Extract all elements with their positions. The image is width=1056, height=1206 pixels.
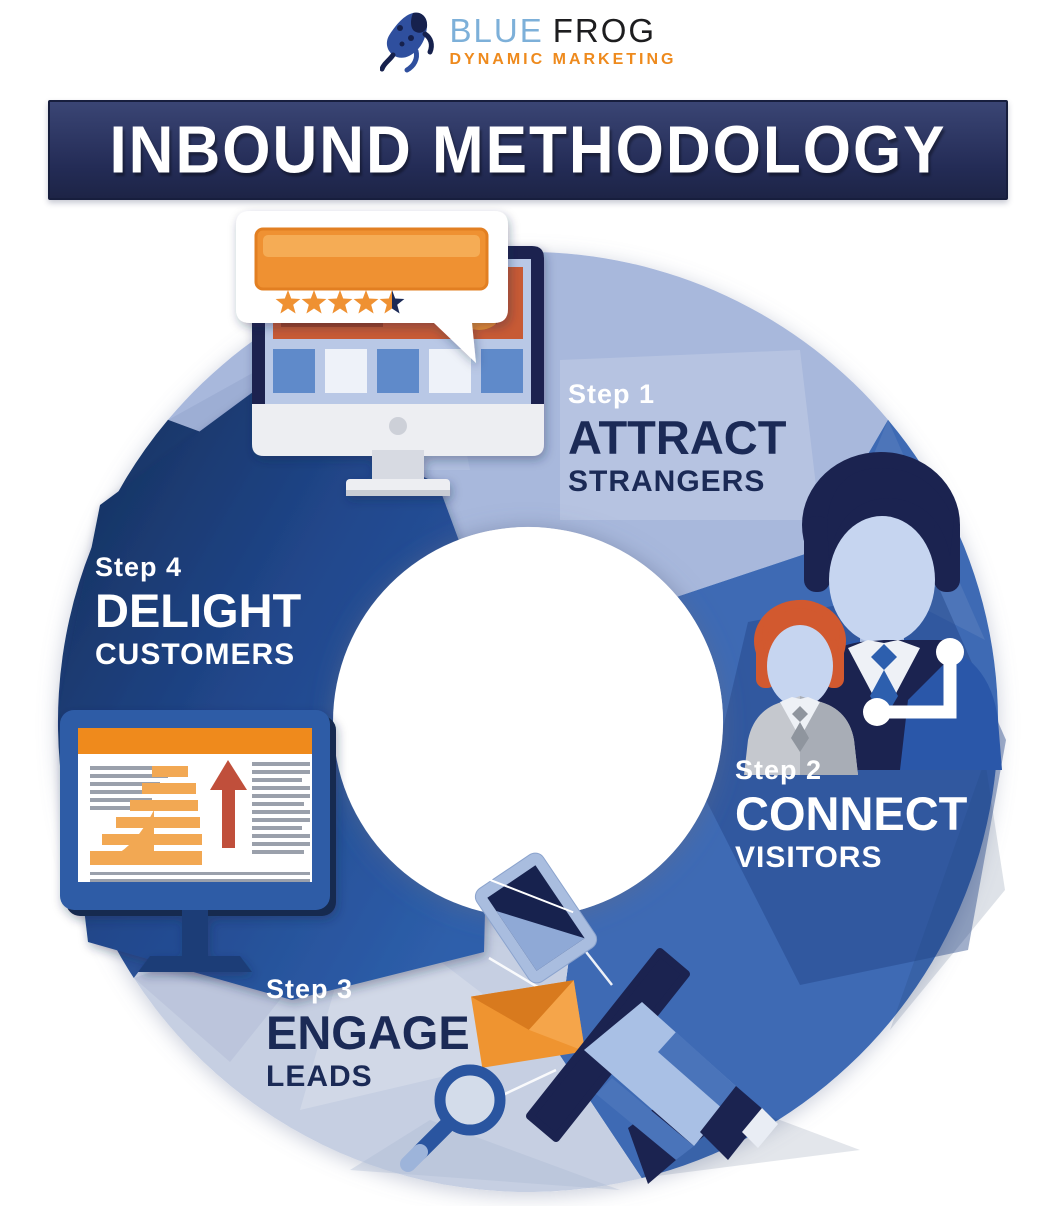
step2-label-block: Step 2 CONNECT VISITORS bbox=[735, 757, 967, 873]
desktop-monitor-review-icon bbox=[236, 211, 544, 496]
brand-name-primary: BLUE bbox=[449, 11, 544, 49]
step3-audience: LEADS bbox=[266, 1060, 373, 1093]
step2-kicker: Step 2 bbox=[735, 755, 823, 785]
visitor-person-icon bbox=[744, 599, 858, 775]
connection-nodes-icon bbox=[863, 638, 964, 726]
step4-audience: CUSTOMERS bbox=[95, 638, 296, 671]
megaphone-email-search-tablet-icon bbox=[400, 852, 778, 1184]
step4-label-block: Step 4 DELIGHT CUSTOMERS bbox=[95, 554, 301, 670]
step2-audience: VISITORS bbox=[735, 841, 883, 874]
business-people-connection-icon bbox=[744, 452, 1002, 775]
step1-kicker: Step 1 bbox=[568, 379, 656, 409]
blue-frog-icon bbox=[379, 12, 434, 73]
cycle-hole bbox=[333, 527, 723, 917]
step3-label-block: Step 3 ENGAGE LEADS bbox=[266, 976, 470, 1092]
step4-action: DELIGHT bbox=[95, 584, 302, 637]
email-envelope-icon bbox=[471, 980, 585, 1068]
step1-action: ATTRACT bbox=[568, 411, 787, 464]
up-arrow-icon bbox=[210, 760, 247, 848]
step3-action: ENGAGE bbox=[266, 1006, 470, 1059]
step4-kicker: Step 4 bbox=[95, 552, 183, 582]
step2-action: CONNECT bbox=[735, 787, 968, 840]
brand-tagline: DYNAMIC MARKETING bbox=[449, 50, 677, 68]
page-title: INBOUND METHODOLOGY bbox=[109, 112, 947, 188]
chart-text-lines bbox=[90, 762, 310, 882]
growth-chart-monitor-icon bbox=[60, 710, 336, 972]
search-magnifier-icon bbox=[400, 1064, 506, 1172]
step3-kicker: Step 3 bbox=[266, 974, 354, 1004]
growth-stairs-icon bbox=[90, 766, 202, 865]
megaphone-icon bbox=[526, 948, 778, 1184]
step1-label-block: Step 1 ATTRACT STRANGERS bbox=[568, 381, 786, 497]
brand-name-secondary: FROG bbox=[552, 11, 657, 49]
review-bubble-icon bbox=[236, 211, 508, 363]
tablet-icon bbox=[474, 852, 598, 984]
title-banner: INBOUND METHODOLOGY bbox=[48, 100, 1008, 200]
step1-audience: STRANGERS bbox=[568, 465, 766, 498]
